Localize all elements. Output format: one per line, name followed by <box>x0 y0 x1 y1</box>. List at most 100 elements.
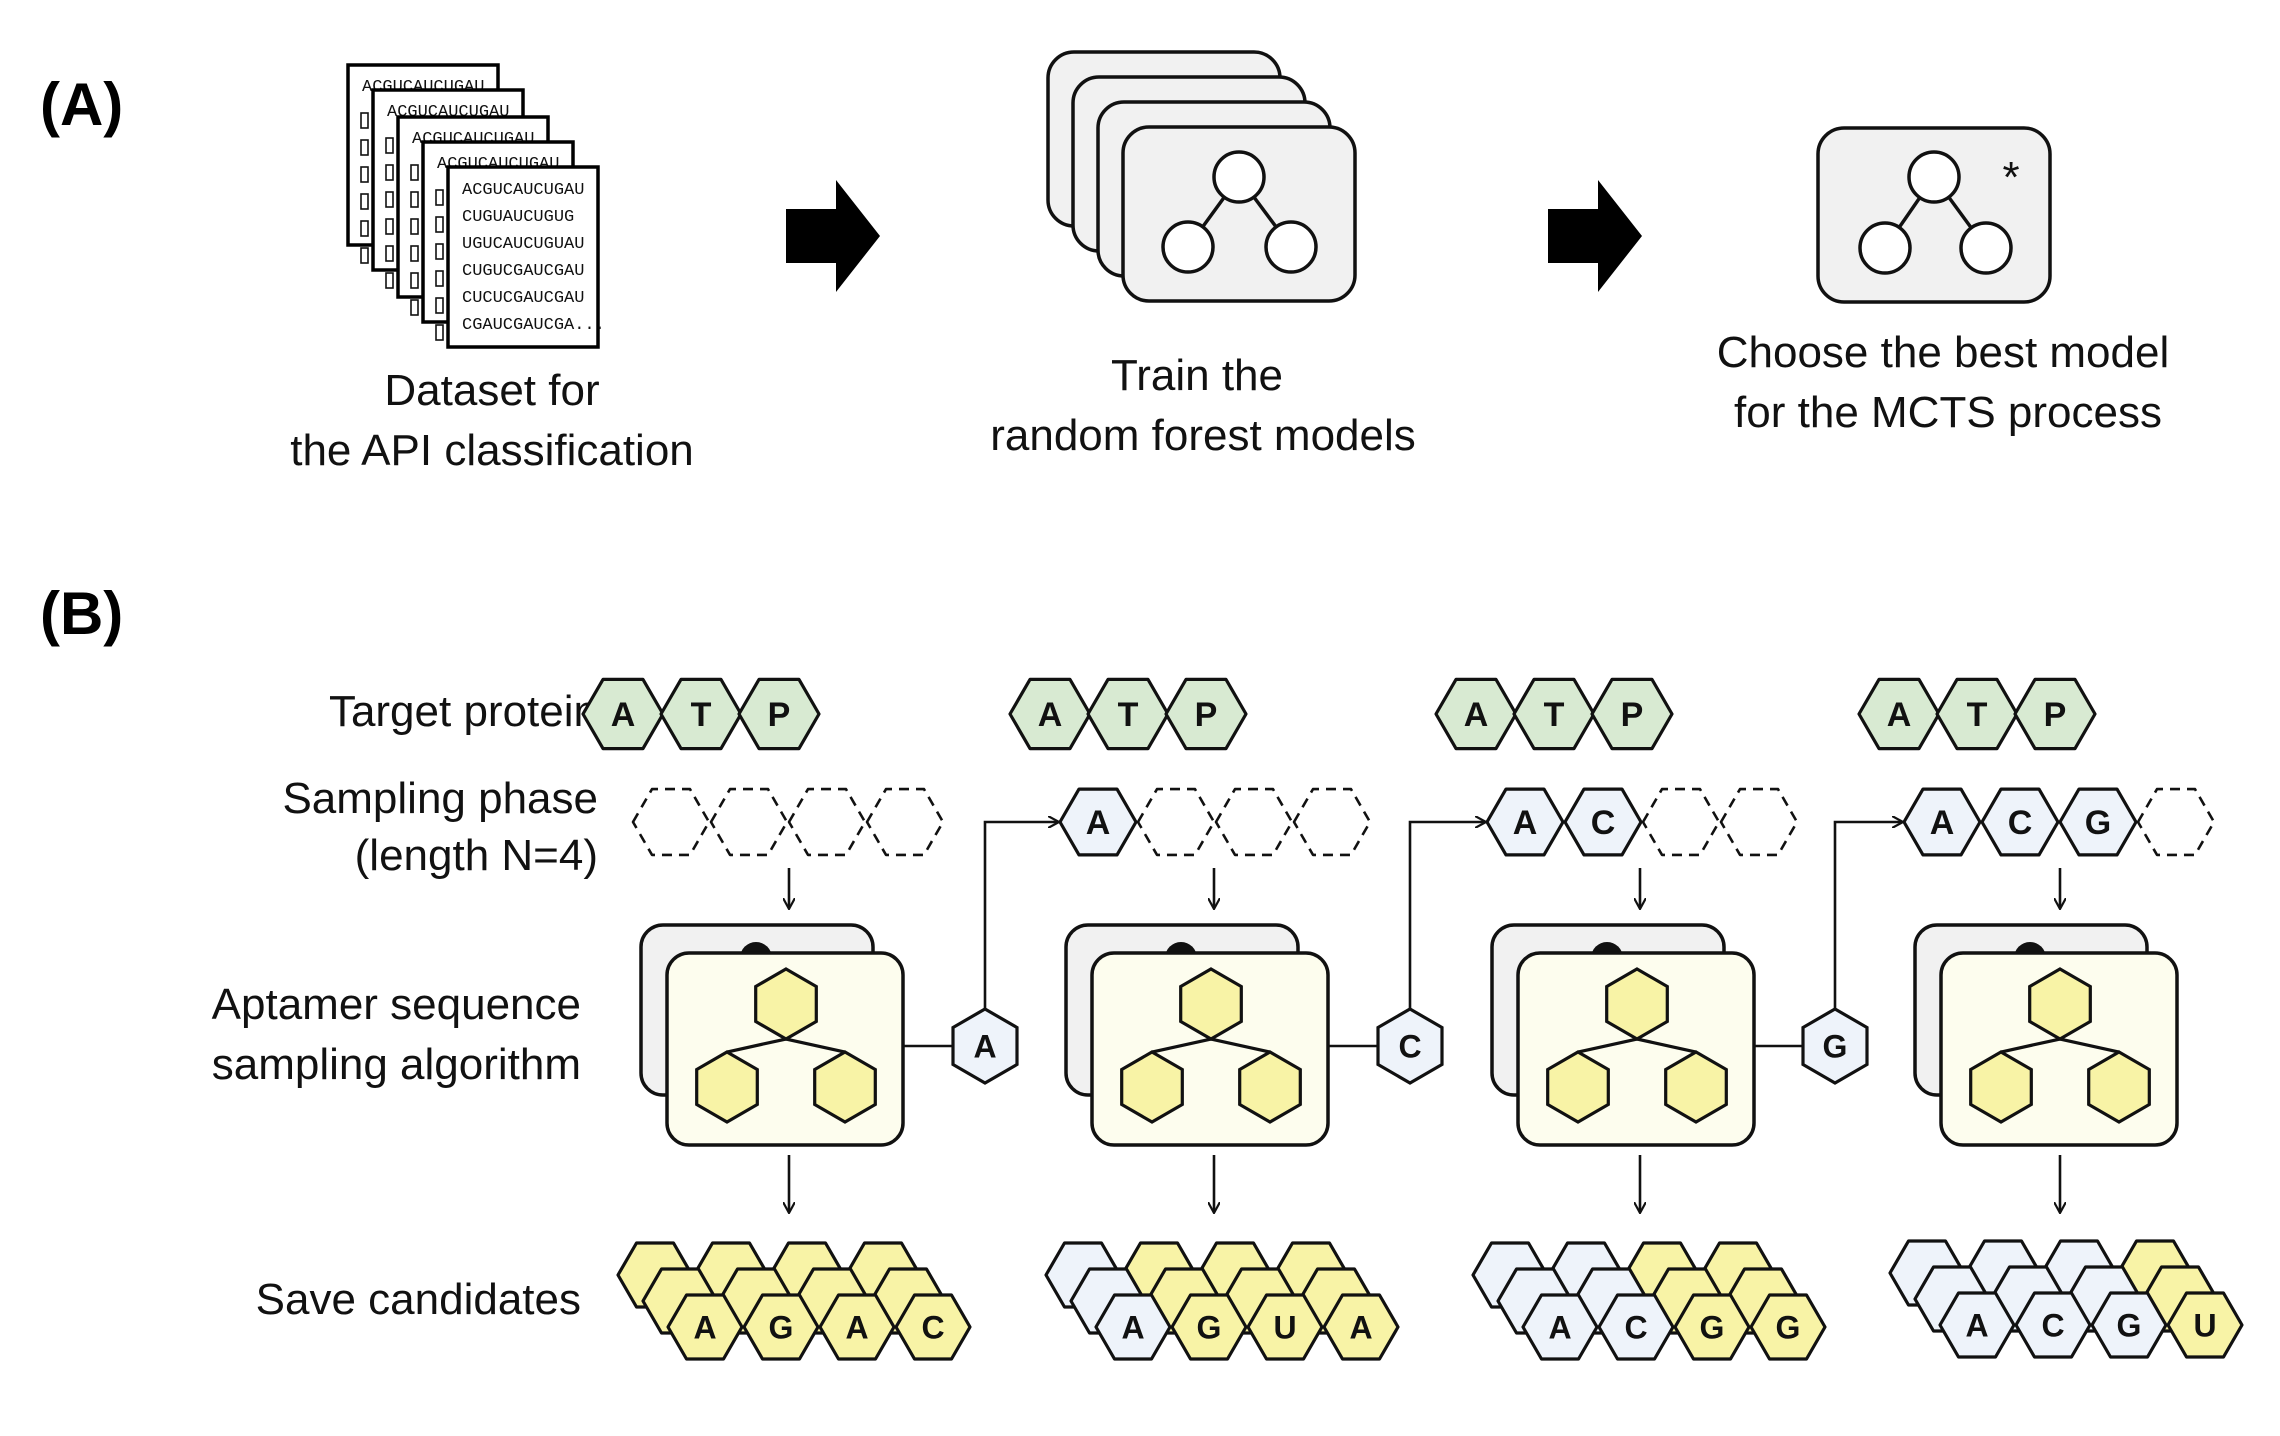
candidate-hex <box>1597 1293 1675 1361</box>
tree-node-hex <box>1238 1050 1302 1124</box>
candidate-hex <box>1521 1293 1599 1361</box>
output-nucleotide-letter: G <box>1823 1029 1848 1065</box>
sampled-nucleotide-hex <box>1980 787 2060 857</box>
document-line-marker <box>410 164 419 181</box>
candidate-letter: A <box>1965 1308 1988 1344</box>
target-protein-hex <box>1590 677 1674 751</box>
tree-icon <box>1161 150 1318 274</box>
candidate-letter: G <box>1776 1310 1801 1346</box>
row-label-target: Target protein <box>329 687 598 736</box>
tree-node-hex <box>695 1050 759 1124</box>
document-line-marker <box>435 324 444 341</box>
dataset-document-stack: ACGUCAUCUGAUACGUCAUCUGAUACGUCAUCUGAUACGU… <box>346 63 605 349</box>
document-line-marker <box>435 297 444 314</box>
tree-node-hex <box>1179 967 1243 1041</box>
best-caption-line-2: for the MCTS process <box>1734 388 2162 437</box>
row-label-algorithm-1: Aptamer sequence <box>212 980 581 1029</box>
sampled-nucleotide-letter: G <box>2085 804 2111 842</box>
panel-a: (A) ACGUCAUCUGAUACGUCAUCUGAUACGUCAUCUGAU… <box>40 50 2170 475</box>
target-protein-letter: A <box>1038 696 1063 734</box>
target-protein-hex <box>737 677 821 751</box>
train-caption-line-2: random forest models <box>990 411 1416 460</box>
candidate-hex <box>1938 1291 2016 1359</box>
target-protein-letter: P <box>1195 696 1218 734</box>
feedback-arrow <box>1833 822 1902 1012</box>
document-line-marker <box>360 139 369 156</box>
empty-slot-hex <box>787 787 867 857</box>
document-line-marker <box>410 191 419 208</box>
tree-edge <box>1210 1037 1271 1054</box>
document-line-marker <box>435 270 444 287</box>
target-protein-letter: T <box>1967 696 1988 734</box>
row-label-save: Save candidates <box>256 1275 581 1324</box>
candidate-letter: C <box>2041 1308 2064 1344</box>
train-caption-line-1: Train the <box>1111 351 1283 400</box>
candidate-letter: G <box>2117 1308 2142 1344</box>
candidate-letter: C <box>1624 1310 1647 1346</box>
row-label-algorithm-2: sampling algorithm <box>212 1040 581 1089</box>
document-line-marker <box>385 272 394 289</box>
document-line-marker <box>360 166 369 183</box>
document-line-marker <box>360 112 369 129</box>
flow-arrow-icon <box>1548 180 1642 292</box>
best-model-box: * <box>1816 126 2052 304</box>
candidate-letter: C <box>921 1310 944 1346</box>
best-caption-line-1: Choose the best model <box>1717 328 2170 377</box>
candidate-hex <box>894 1293 972 1361</box>
tree-edge <box>2000 1037 2061 1054</box>
tree-edge <box>785 1037 846 1054</box>
candidate-hex <box>818 1293 896 1361</box>
empty-slot-hex <box>1292 787 1372 857</box>
sampled-nucleotide-hex <box>1563 787 1643 857</box>
tree-node-hex <box>1120 1050 1184 1124</box>
target-protein-letter: A <box>1464 696 1489 734</box>
dataset-caption-line-2: the API classification <box>290 426 694 475</box>
candidate-hex <box>1170 1293 1248 1361</box>
panel-a-label: (A) <box>40 71 123 138</box>
tree-node-hex <box>1969 1050 2033 1124</box>
document-line-marker <box>360 193 369 210</box>
random-forest-stack <box>1046 50 1357 303</box>
tree-edge <box>1636 1037 1697 1054</box>
target-protein-letter: P <box>2044 696 2067 734</box>
document-line-marker <box>360 220 369 237</box>
tree-node-hex <box>813 1050 877 1124</box>
dataset-caption-line-1: Dataset for <box>384 366 599 415</box>
document-line-marker <box>410 299 419 316</box>
output-nucleotide-letter: A <box>973 1029 996 1065</box>
row-label-sampling-2: (length N=4) <box>355 831 598 880</box>
document-line-marker <box>410 272 419 289</box>
empty-slot-hex <box>1136 787 1216 857</box>
feedback-arrow <box>983 822 1058 1012</box>
feedback-arrow <box>1408 822 1485 1012</box>
candidate-letter: U <box>1273 1310 1296 1346</box>
document-sequence-line: CUGUAUCUGUG <box>462 208 574 227</box>
candidate-letter: G <box>769 1310 794 1346</box>
row-label-sampling-1: Sampling phase <box>282 774 598 823</box>
candidate-hex <box>742 1293 820 1361</box>
empty-slot-hex <box>1214 787 1294 857</box>
empty-slot-hex <box>709 787 789 857</box>
document-sequence-line: CGAUCGAUCGA... <box>462 316 605 335</box>
sampled-nucleotide-hex <box>1485 787 1565 857</box>
document-line-marker <box>385 245 394 262</box>
candidate-letter: U <box>2193 1308 2216 1344</box>
document-line-marker <box>385 191 394 208</box>
document-line-marker <box>385 164 394 181</box>
document-line-marker <box>435 243 444 260</box>
tree-node-hex <box>1605 967 1669 1041</box>
document-sheet-front <box>446 165 600 349</box>
candidate-hex <box>1094 1293 1172 1361</box>
document-line-marker <box>435 216 444 233</box>
candidate-letter: A <box>1548 1310 1571 1346</box>
empty-slot-hex <box>1641 787 1721 857</box>
document-sequence-line: CUGUCGAUCGAU <box>462 262 584 281</box>
empty-slot-hex <box>865 787 945 857</box>
tree-node-hex <box>2087 1050 2151 1124</box>
target-protein-letter: A <box>611 696 636 734</box>
document-sequence-line: ACGUCAUCUGAU <box>462 181 584 200</box>
